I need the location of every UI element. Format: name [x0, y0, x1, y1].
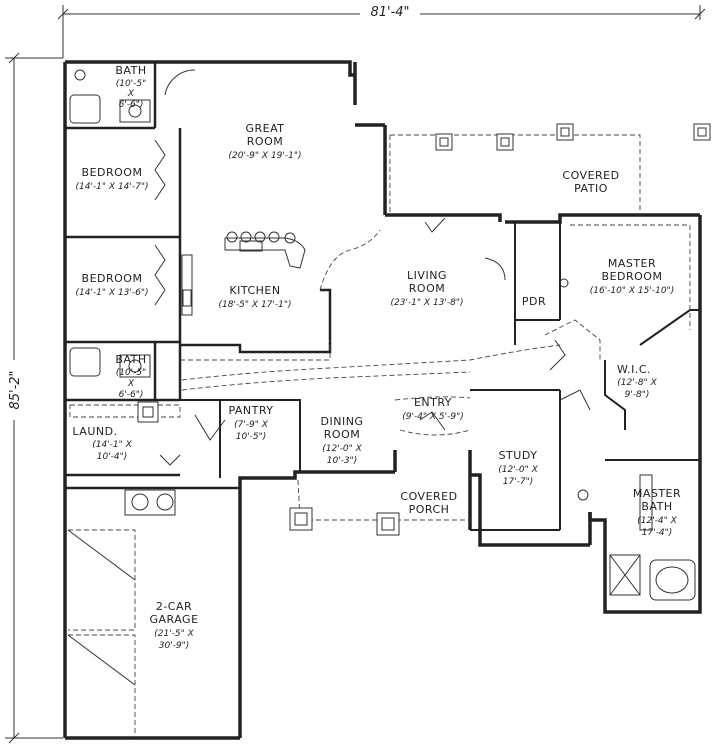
entry-size: (9'-4" X 5'-9"): [402, 412, 464, 422]
wic-size-b: 9'-8"): [625, 390, 650, 400]
wic-name: W.I.C.: [617, 363, 651, 376]
master-bath-size-b: 17'-4"): [642, 528, 673, 538]
door-swings: [154, 69, 591, 466]
laundry-name: LAUND.: [72, 425, 117, 438]
garage-name-b: GARAGE: [149, 613, 198, 626]
living-room-name-b: ROOM: [409, 282, 445, 295]
covered-porch-name-b: PORCH: [409, 503, 450, 516]
living-room-name-a: LIVING: [407, 269, 447, 282]
master-bath-name-a: MASTER: [633, 487, 681, 500]
bath1-size-c: 6'-6"): [119, 100, 144, 110]
bath2-name: BATH: [115, 353, 146, 366]
master-bedroom-name-b: BEDROOM: [602, 270, 663, 283]
living-room-size: (23'-1" X 13'-8"): [391, 298, 464, 308]
pdr-name: PDR: [522, 295, 546, 308]
bath2-size-c: 6'-6"): [119, 390, 144, 400]
bedroom2-size: (14'-1" X 13'-6"): [76, 288, 149, 298]
exterior-walls: [63, 60, 702, 740]
laundry-size-a: (14'-1" X: [92, 440, 132, 450]
pantry-size-a: (7'-9" X: [234, 420, 269, 430]
laundry-fixtures: [124, 401, 176, 516]
porch-columns: [289, 507, 400, 536]
covered-patio-name-b: PATIO: [574, 182, 608, 195]
bedroom2-name: BEDROOM: [82, 272, 143, 285]
kitchen-size: (18'-5" X 17'-1"): [219, 300, 292, 310]
garage-size-a: (21'-5" X: [154, 629, 194, 639]
master-bath-name-b: BATH: [641, 500, 672, 513]
great-room-name-a: GREAT: [245, 122, 284, 135]
bath1-size-b: X: [127, 89, 135, 99]
master-bath-size-a: (12'-4" X: [637, 516, 677, 526]
bedroom1-name: BEDROOM: [82, 166, 143, 179]
great-room-size: (20'-9" X 19'-1"): [229, 151, 302, 161]
study-size-a: (12'-0" X: [498, 465, 538, 475]
kitchen-counter: [181, 254, 193, 316]
laundry-size-b: 10'-4"): [97, 452, 128, 462]
garage-doors: [67, 529, 136, 738]
overall-depth-label: 85'-2": [8, 370, 23, 409]
entry-name: ENTRY: [414, 396, 452, 409]
garage-size-b: 30'-9"): [159, 641, 190, 651]
study-size-b: 17'-7"): [503, 477, 534, 487]
interior-walls: [65, 62, 700, 531]
study-name: STUDY: [499, 449, 538, 462]
master-bedroom-size: (16'-10" X 15'-10"): [590, 286, 674, 296]
dining-room-name-b: ROOM: [324, 428, 360, 441]
kitchen-island: [224, 231, 306, 269]
pantry-size-b: 10'-5"): [236, 432, 267, 442]
master-bedroom-name-a: MASTER: [608, 257, 656, 270]
bath1-size-a: (10'-5": [116, 79, 147, 89]
bath2-size-a: (10'-5": [116, 368, 147, 378]
bath2-fixtures: [69, 347, 151, 378]
covered-porch-name-a: COVERED: [400, 490, 457, 503]
covered-patio-name-a: COVERED: [562, 169, 619, 182]
patio-columns: [435, 123, 711, 151]
great-room-name-b: ROOM: [247, 135, 283, 148]
wic-size-a: (12'-8" X: [617, 378, 657, 388]
kitchen-name: KITCHEN: [229, 284, 280, 297]
pantry-name: PANTRY: [228, 404, 273, 417]
overall-width-label: 81'-4": [370, 5, 409, 20]
bath1-name: BATH: [115, 64, 146, 77]
bath2-size-b: X: [127, 379, 135, 389]
bath1-fixtures: [69, 69, 151, 124]
dining-room-name-a: DINING: [321, 415, 364, 428]
dining-room-size-b: 10'-3"): [327, 456, 358, 466]
master-bath-fixtures: [559, 278, 696, 601]
dining-room-size-a: (12'-0" X: [322, 444, 362, 454]
garage-name-a: 2-CAR: [156, 600, 192, 613]
bedroom1-size: (14'-1" X 14'-7"): [76, 182, 149, 192]
